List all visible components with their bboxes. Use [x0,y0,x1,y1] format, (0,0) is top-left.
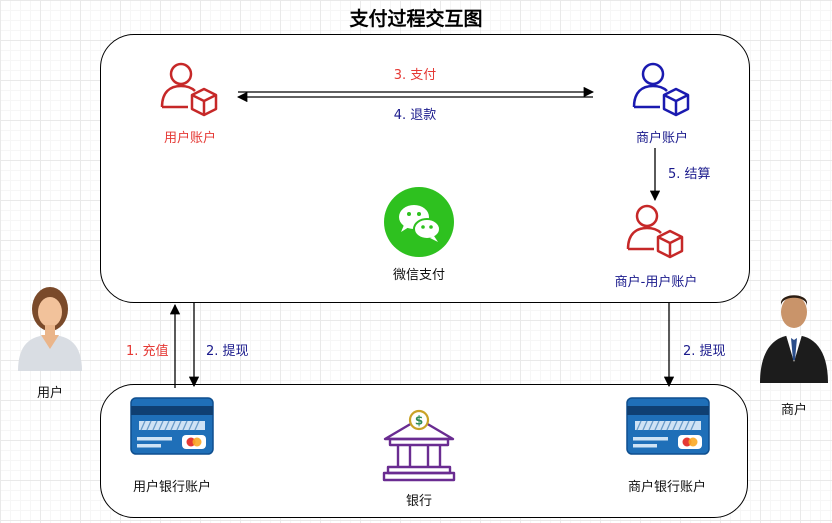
merchant-actor-label: 商户 [780,403,807,418]
merchant-person-icon [760,295,828,383]
user-account-icon [160,62,218,117]
bank-building-icon: $ [382,409,456,482]
merchant-user-account-icon [626,204,684,259]
user-person-icon [18,287,82,371]
merchant-bank-account-label: 商户银行账户 [627,480,706,495]
user-withdraw-label: 2. 提现 [206,344,249,359]
merchant-bank-card-icon [626,397,710,455]
diagram-title: 支付过程交互图 [349,8,483,30]
settle-label: 5. 结算 [668,167,711,182]
merchant-account-icon [632,62,690,117]
recharge-label: 1. 充值 [126,344,169,359]
user-bank-card-icon [130,397,214,455]
svg-text:$: $ [415,414,423,428]
merchant-account-label: 商户账户 [635,131,688,146]
user-actor-label: 用户 [36,386,63,401]
wechat-logo [384,187,454,257]
refund-label: 4. 退款 [393,108,437,123]
merchant-user-account-label: 商户-用户账户 [614,275,698,290]
merchant-withdraw-label: 2. 提现 [683,344,726,359]
wechat-pay-label: 微信支付 [392,268,445,283]
bank-label: 银行 [405,494,432,509]
user-bank-account-label: 用户银行账户 [132,480,211,495]
wechat-pay-container [100,34,750,303]
wechat-chat-icon [399,205,441,242]
pay-label: 3. 支付 [393,68,437,83]
user-account-label: 用户账户 [163,131,216,146]
